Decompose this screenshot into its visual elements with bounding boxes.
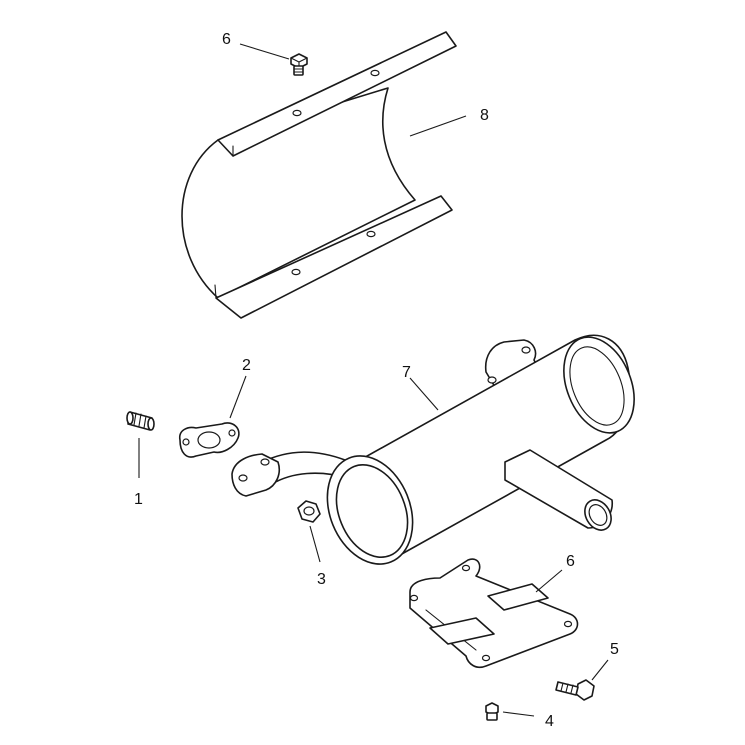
- stud-part-1[interactable]: [126, 411, 155, 431]
- heat-shield-part-8[interactable]: [181, 31, 457, 319]
- gasket-part-2[interactable]: [178, 422, 240, 458]
- bolt-part-6-top[interactable]: [290, 53, 308, 76]
- bolt-part-5[interactable]: [555, 679, 595, 701]
- callout-5: 5: [610, 641, 619, 658]
- leader-5: [591, 659, 609, 681]
- mounting-bracket-part-6[interactable]: [409, 558, 579, 669]
- leader-2: [229, 375, 247, 419]
- callout-6-top: 6: [222, 31, 231, 48]
- callout-7: 7: [402, 364, 411, 381]
- muffler-part-7[interactable]: [231, 327, 647, 577]
- callout-3: 3: [317, 571, 326, 588]
- callout-2: 2: [242, 357, 251, 374]
- leader-6-bottom: [535, 569, 563, 593]
- leader-3: [309, 525, 321, 563]
- callout-8: 8: [480, 107, 489, 124]
- callout-4: 4: [545, 713, 554, 730]
- leader-8: [409, 115, 467, 137]
- leader-lines: [138, 43, 609, 717]
- callout-1: 1: [134, 491, 143, 508]
- callout-labels: 1 2 3 4 5 6 6 7 8: [134, 31, 619, 730]
- leader-7: [409, 377, 439, 411]
- leader-4: [502, 711, 535, 717]
- leader-6-top: [239, 43, 290, 60]
- callout-6-bottom: 6: [566, 553, 575, 570]
- nut-part-4[interactable]: [485, 702, 499, 721]
- nut-part-3[interactable]: [297, 500, 321, 523]
